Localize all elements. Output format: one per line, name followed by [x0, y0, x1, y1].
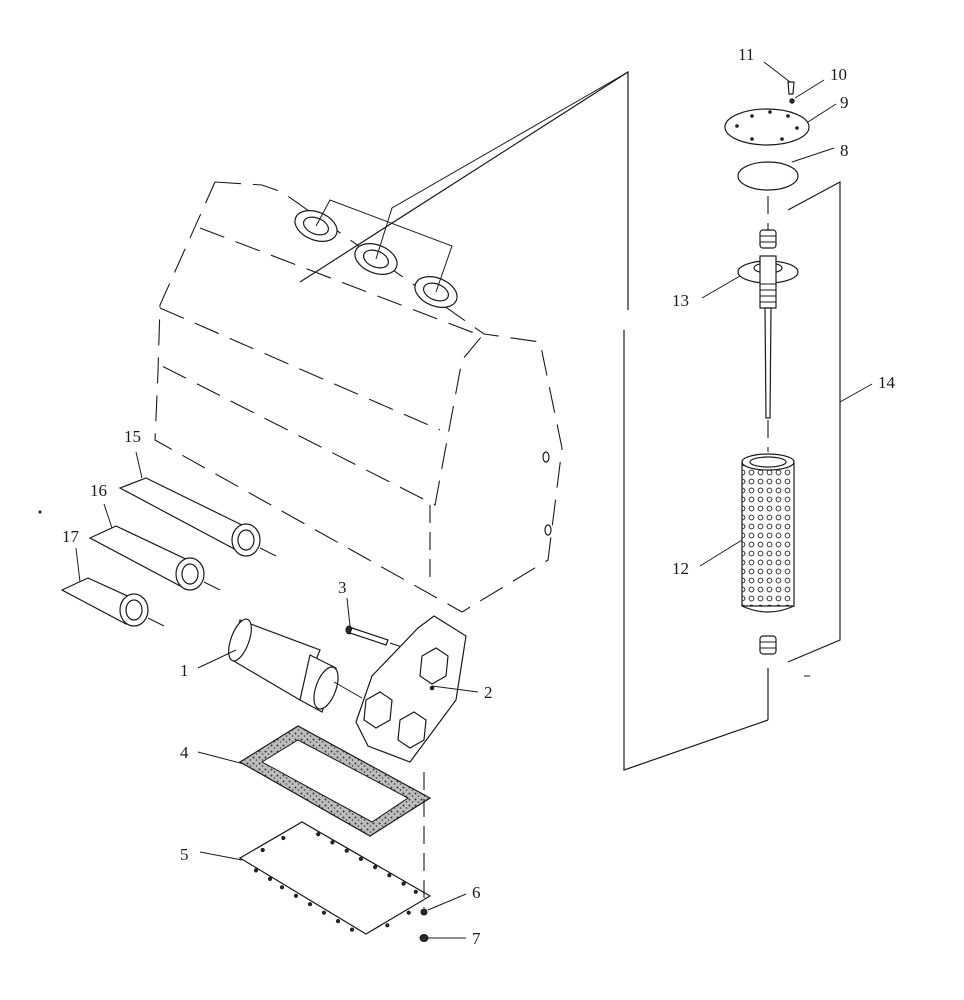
strainer-element-1 [228, 618, 363, 713]
cover-bolt-hole [260, 847, 265, 853]
cover-bolt-hole [413, 889, 418, 894]
callout-leaders [75, 61, 873, 939]
tank-side-hole-upper [542, 451, 550, 463]
valve-13 [737, 255, 799, 419]
cover-bolt-holes [253, 832, 418, 932]
stray-mark [38, 510, 42, 514]
gasket-4 [238, 725, 432, 837]
o-ring-8 [737, 161, 799, 191]
cover-bolt-hole [387, 873, 392, 878]
cover-plate-2 [355, 615, 467, 763]
tank-side-hole-lower [544, 524, 552, 536]
callout-13: 13 [672, 291, 689, 310]
cover-bolt-hole [385, 923, 390, 928]
cover-bolt-hole [335, 919, 341, 924]
cover-bolt-hole [281, 835, 286, 841]
callout-7: 7 [472, 929, 481, 948]
callout-17: 17 [62, 527, 80, 546]
screw-11 [787, 81, 795, 95]
callout-14: 14 [878, 373, 896, 392]
callout-15: 15 [124, 427, 141, 446]
tank-housing [154, 70, 629, 613]
callout-11: 11 [738, 45, 754, 64]
cover-bolt-hole [330, 840, 335, 845]
cover-bolt-hole [406, 910, 411, 915]
cover-bolt-hole [344, 848, 349, 853]
spring-top [759, 229, 777, 249]
perforated-cartridge-12 [741, 453, 795, 613]
callout-12: 12 [672, 559, 689, 578]
cover-bolt-hole [358, 856, 363, 862]
spring-bottom [759, 635, 777, 655]
callout-4: 4 [180, 743, 189, 762]
cover-bolt-hole [279, 885, 285, 890]
nut-7 [419, 934, 429, 942]
callout-9: 9 [840, 93, 849, 112]
callout-3: 3 [338, 578, 347, 597]
cover-bolt-hole [316, 832, 321, 837]
cover-bolt-hole [321, 910, 327, 915]
callout-1: 1 [180, 661, 189, 680]
cover-bolt-hole [349, 927, 355, 932]
pipe-16 [88, 525, 221, 591]
callout-2: 2 [484, 683, 493, 702]
washer-6 [420, 908, 428, 916]
callout-8: 8 [840, 141, 849, 160]
cover-bolt-hole [267, 876, 273, 882]
pipe-17 [60, 577, 165, 627]
cover-bolt-hole [293, 893, 299, 898]
top-cover-9 [724, 108, 810, 146]
cover-bolt-hole [401, 881, 406, 886]
bottom-cover-5 [238, 821, 432, 935]
callout-5: 5 [180, 845, 189, 864]
callout-10: 10 [830, 65, 847, 84]
callout-6: 6 [472, 883, 481, 902]
callout-labels: 1 2 3 4 5 6 7 8 9 10 11 12 13 14 15 16 1… [62, 45, 896, 948]
cover-bolt-hole [373, 865, 378, 870]
washer-10 [789, 98, 795, 104]
cover-bolt-hole [253, 868, 259, 873]
pipe-15 [118, 477, 277, 557]
callout-16: 16 [90, 481, 107, 500]
cover-bolt-hole [307, 902, 313, 907]
filter-assembly-frame [623, 180, 841, 771]
